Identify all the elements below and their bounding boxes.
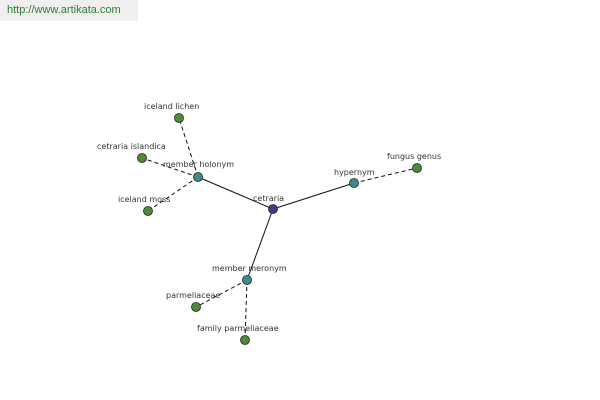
graph-labels: cetraria member holonym hypernym member mer… (97, 102, 441, 333)
node-label-member-meronym[interactable]: member meronym (212, 264, 287, 273)
node-label-iceland-lichen[interactable]: iceland lichen (144, 102, 199, 111)
node-hypernym[interactable] (349, 178, 359, 188)
edge-member-holonym-cetraria-islandica (141, 157, 199, 178)
edge-member-meronym-family-parmeliaceae (244, 279, 248, 341)
edge-hypernym-fungus-genus (353, 167, 418, 184)
node-member-holonym[interactable] (193, 172, 203, 182)
node-cetraria-islandica[interactable] (137, 153, 147, 163)
graph-edges (141, 117, 418, 341)
node-family-parmeliaceae[interactable] (240, 335, 250, 345)
node-label-family-parmeliaceae[interactable]: family parmeliaceae (197, 324, 279, 333)
node-label-iceland-moss[interactable]: iceland moss (118, 195, 170, 204)
edge-cetraria-hypernym (272, 182, 355, 210)
edge-cetraria-member-meronym (246, 208, 274, 281)
node-label-cetraria[interactable]: cetraria (253, 194, 284, 203)
node-label-hypernym[interactable]: hypernym (334, 168, 375, 177)
node-label-parmeliaceae[interactable]: parmeliaceae (166, 291, 220, 300)
edge-member-meronym-parmeliaceae (195, 279, 248, 308)
node-label-member-holonym[interactable]: member holonym (163, 160, 234, 169)
node-label-fungus-genus[interactable]: fungus genus (387, 152, 441, 161)
site-url-link[interactable]: http://www.artikata.com (7, 4, 121, 16)
url-bar: http://www.artikata.com (0, 0, 138, 21)
node-iceland-lichen[interactable] (174, 113, 184, 123)
node-label-cetraria-islandica[interactable]: cetraria islandica (97, 142, 166, 151)
node-cetraria[interactable] (268, 204, 278, 214)
node-parmeliaceae[interactable] (191, 302, 201, 312)
edge-member-holonym-iceland-lichen (178, 117, 199, 178)
graph-nodes (137, 113, 422, 345)
node-member-meronym[interactable] (242, 275, 252, 285)
node-fungus-genus[interactable] (412, 163, 422, 173)
node-iceland-moss[interactable] (143, 206, 153, 216)
edge-cetraria-member-holonym (197, 176, 274, 210)
edge-member-holonym-iceland-moss (147, 176, 199, 212)
